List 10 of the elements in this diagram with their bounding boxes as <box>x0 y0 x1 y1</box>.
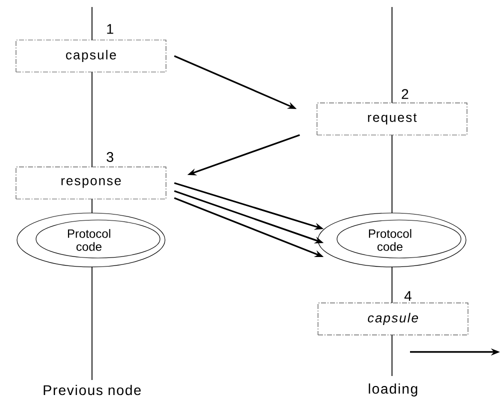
process-box: response <box>16 166 166 200</box>
process-box: capsule <box>16 40 166 72</box>
timeline-label: Previous node <box>44 384 141 396</box>
step-number: 2 <box>402 89 408 99</box>
step-number: 3 <box>106 152 114 162</box>
timeline-label: loading <box>368 383 418 396</box>
process-box: request <box>316 102 468 136</box>
step-number: 1 <box>107 24 114 34</box>
step-number: 4 <box>404 291 412 301</box>
process-box: capsule <box>318 302 468 336</box>
